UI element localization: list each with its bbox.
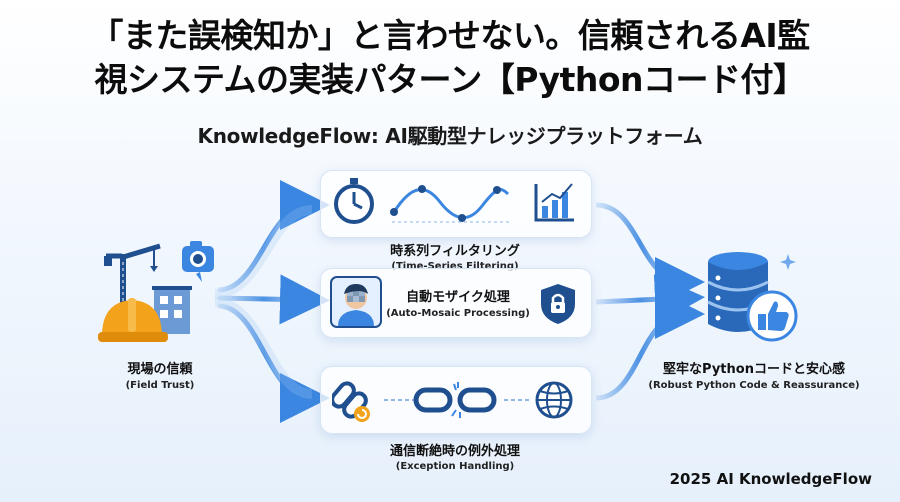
bar-chart-icon xyxy=(534,183,574,222)
stopwatch-icon xyxy=(334,178,374,224)
title-line-1: 「また誤検知か」と言わせない。信頼されるAI監 xyxy=(90,16,810,55)
source-label-en: (Field Trust) xyxy=(125,380,195,391)
flow-right-mid xyxy=(595,274,705,325)
exception-label-ja: 通信断絶時の例外処理 xyxy=(389,444,520,459)
time-series-card xyxy=(320,170,592,238)
auto-mosaic-label-en: (Auto-Mosaic Processing) xyxy=(386,308,530,319)
time-series-label: 時系列フィルタリング (Time-Series Filtering) xyxy=(320,240,590,272)
page-title: 「また誤検知か」と言わせない。信頼されるAI監 視システムの実装パターン【Pyt… xyxy=(0,14,900,102)
globe-icon xyxy=(535,381,573,419)
wave-graph-icon xyxy=(390,185,510,223)
person-avatar-icon xyxy=(330,276,382,328)
thumbs-up-icon xyxy=(746,290,798,342)
subtitle: KnowledgeFlow: AI駆動型ナレッジプラットフォーム xyxy=(197,124,703,148)
source-illustration xyxy=(98,241,214,342)
exception-icons xyxy=(332,381,573,422)
footer-credit: 2025 AI KnowledgeFlow xyxy=(669,470,872,488)
helmet-icon xyxy=(98,298,168,342)
broken-chain-icon xyxy=(332,381,370,422)
exception-handling-label: 通信断絶時の例外処理 (Exception Handling) xyxy=(320,440,590,472)
flow-left-mid xyxy=(217,274,330,325)
flow-left-bottom xyxy=(217,303,330,423)
target-label-ja: 堅牢なPythonコードと安心感 xyxy=(663,362,845,377)
target-node-label: 堅牢なPythonコードと安心感 (Robust Python Code & R… xyxy=(644,358,864,391)
time-series-label-en: (Time-Series Filtering) xyxy=(391,261,519,272)
flow-left-top xyxy=(217,180,330,293)
time-series-icons xyxy=(334,178,574,224)
source-label-ja: 現場の信頼 xyxy=(127,362,193,377)
flow-right-bottom xyxy=(595,289,705,401)
auto-mosaic-label: 自動モザイク処理 (Auto-Mosaic Processing) xyxy=(384,286,532,319)
target-label-en: (Robust Python Code & Reassurance) xyxy=(648,380,860,391)
camera-icon xyxy=(182,241,214,282)
time-series-label-ja: 時系列フィルタリング xyxy=(390,244,520,259)
shield-lock-icon xyxy=(541,284,575,324)
exception-label-en: (Exception Handling) xyxy=(395,461,515,472)
source-node-label: 現場の信頼 (Field Trust) xyxy=(90,358,230,391)
auto-mosaic-label-ja: 自動モザイク処理 xyxy=(406,290,510,305)
target-illustration xyxy=(707,252,798,342)
title-line-2: 視システムの実装パターン【Pythonコード付】 xyxy=(94,60,806,99)
crane-icon xyxy=(104,243,161,326)
flow-right-top xyxy=(595,202,705,307)
chain-link-icon xyxy=(413,382,497,418)
